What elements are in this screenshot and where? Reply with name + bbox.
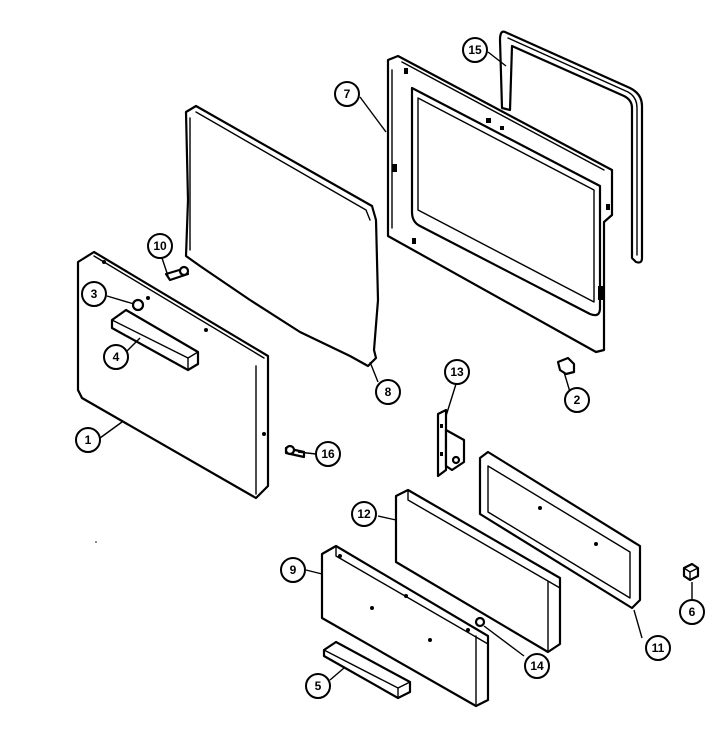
part-4-door-handle [110,308,200,372]
part-13-hinge-bracket [436,408,466,478]
callout-2: 2 [564,387,590,413]
leader-lines [99,51,693,681]
callout-11: 11 [645,635,671,661]
part-12-drawer-panel [394,488,562,654]
svg-text:16: 16 [321,447,335,461]
callout-10: 10 [147,233,173,259]
svg-text:14: 14 [530,659,544,673]
part-15-door-gasket [498,30,644,264]
callout-15: 15 [462,37,488,63]
svg-text:5: 5 [315,679,322,693]
callout-3: 3 [81,281,107,307]
callout-7: 7 [334,81,360,107]
part-2-clip [556,356,576,376]
callout-6: 6 [679,599,705,625]
part-11-drawer-frame [478,450,642,610]
part-10-screw [164,265,190,282]
svg-text:13: 13 [450,365,464,379]
svg-text:11: 11 [652,641,665,655]
callout-12: 12 [351,501,377,527]
part-6-bumper [682,562,700,582]
svg-text:9: 9 [290,563,297,577]
callout-8: 8 [375,379,401,405]
callout-1: 1 [75,427,101,453]
svg-text:6: 6 [689,605,696,619]
part-9-drawer-front [320,544,490,708]
part-3-handle-nut [131,298,145,312]
svg-text:2: 2 [574,393,581,407]
callout-16: 16 [315,441,341,467]
svg-text:3: 3 [91,287,98,301]
svg-text:8: 8 [385,385,392,399]
callout-9: 9 [280,557,306,583]
part-7-inner-door-frame [386,54,614,354]
svg-text:7: 7 [344,87,351,101]
part-16-screw [284,444,306,459]
callout-14: 14 [524,653,550,679]
svg-text:10: 10 [153,239,167,253]
callout-5: 5 [305,673,331,699]
part-14-screw [474,616,486,628]
svg-text:1: 1 [85,433,92,447]
callout-13: 13 [444,359,470,385]
stray-dot [95,541,97,543]
part-8-insulation [184,104,380,368]
svg-text:15: 15 [468,43,482,57]
part-5-drawer-handle [322,640,412,700]
svg-text:12: 12 [357,507,371,521]
svg-text:4: 4 [113,350,120,364]
callout-4: 4 [103,344,129,370]
